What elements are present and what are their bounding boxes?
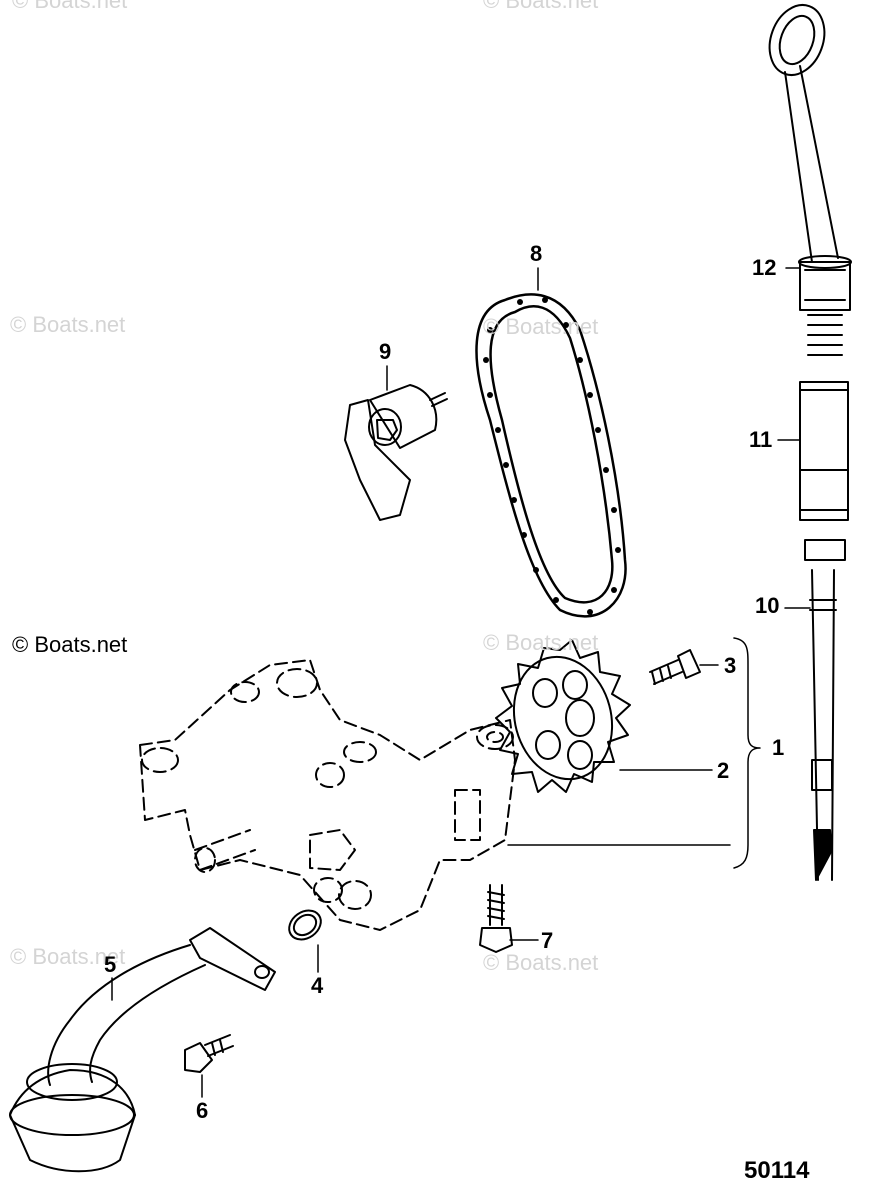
callout-9: 9 [379, 339, 392, 364]
callout-11: 11 [749, 427, 773, 452]
sprocket [495, 639, 631, 793]
callout-7: 7 [541, 928, 554, 953]
oil-pump [139, 659, 516, 931]
pickup-bolt [184, 1034, 234, 1073]
watermark: © Boats.net [10, 312, 126, 337]
callout-10: 10 [755, 593, 780, 618]
o-ring [288, 909, 322, 941]
sprocket-screw [649, 649, 701, 685]
watermark: © Boats.net [483, 314, 599, 339]
dipstick-tube [799, 261, 851, 561]
callout-2: 2 [717, 758, 730, 783]
seal [798, 255, 852, 269]
figure-number: 50114 [744, 1157, 810, 1184]
leader-lines [111, 267, 811, 1098]
chain-tensioner [344, 384, 448, 521]
watermark: © Boats.net [483, 950, 599, 975]
watermark: © Boats.net [483, 630, 599, 655]
timing-chain [475, 293, 627, 618]
callout-4: 4 [311, 973, 324, 998]
callout-3: 3 [724, 653, 737, 678]
callout-5: 5 [104, 952, 117, 977]
copyright-text: © Boats.net [12, 632, 128, 657]
pump-bolt [479, 884, 513, 953]
callout-12: 12 [752, 255, 777, 280]
dipstick [768, 4, 839, 881]
callout-1: 1 [772, 735, 785, 760]
watermark: © Boats.net [483, 0, 599, 13]
watermark: © Boats.net [10, 944, 126, 969]
watermark: © Boats.net [12, 0, 128, 13]
oil-pickup-tube [9, 927, 276, 1173]
callout-8: 8 [530, 241, 543, 266]
callout-6: 6 [196, 1098, 209, 1123]
